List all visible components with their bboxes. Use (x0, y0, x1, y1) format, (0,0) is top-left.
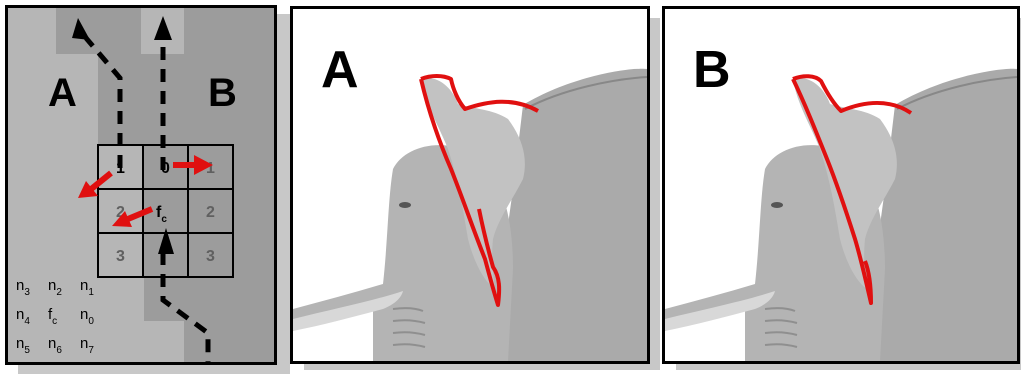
elephant-illustration: B (665, 9, 1017, 361)
panel-label: B (693, 41, 731, 99)
path-strip (56, 8, 141, 54)
grid-cell-label: 3 (206, 248, 215, 265)
panel-label: A (321, 41, 359, 99)
elephant-illustration: A (293, 9, 647, 361)
elephant-panel-b: B (662, 6, 1020, 364)
region-b-background (184, 8, 274, 362)
grid-cell-label: 3 (116, 248, 125, 265)
elephant-panel-a: A (290, 6, 650, 364)
region-b-label: B (208, 71, 237, 115)
elephant-eye (771, 202, 783, 208)
path-strip (98, 54, 184, 146)
region-a-label: A (48, 71, 77, 115)
elephant-eye (399, 202, 411, 208)
grid-cell-label: 2 (206, 204, 215, 221)
